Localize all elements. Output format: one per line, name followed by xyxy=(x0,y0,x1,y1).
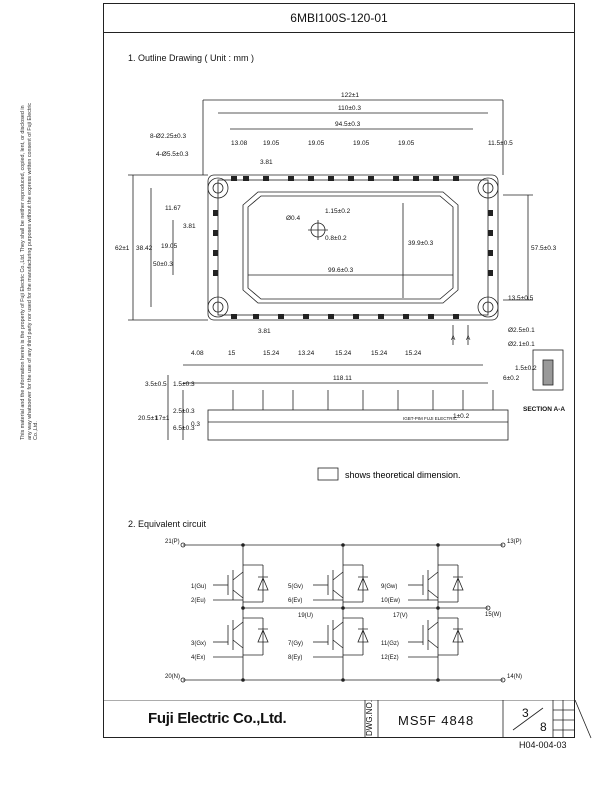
dim-6-5: 6.5±0.3 xyxy=(173,425,195,432)
dim-15: 15 xyxy=(228,350,236,357)
theoretical-dimension-legend: shows theoretical dimension. xyxy=(345,470,461,480)
dim-1-5: 1.5±0.2 xyxy=(515,365,537,372)
dim-0-8: 0.8±0.2 xyxy=(325,235,347,242)
dim-13-5: 13.5±0.5 xyxy=(508,295,534,302)
node-21p: 21(P) xyxy=(165,539,180,545)
node-ev: 6(Ev) xyxy=(288,598,302,604)
dim-11-5: 11.5±0.5 xyxy=(488,140,513,147)
dim-122: 122±1 xyxy=(341,92,359,99)
dim-19-05-c: 19.05 xyxy=(353,140,370,147)
dim-11-67: 11.67 xyxy=(165,205,181,212)
dim-3-5: 3.5±0.5 xyxy=(145,381,167,388)
dim-57-5: 57.5±0.3 xyxy=(531,245,557,252)
dim-17: 17±1 xyxy=(155,415,170,422)
dim-phi-0-4: Ø0.4 xyxy=(286,215,300,222)
company-name: Fuji Electric Co.,Ltd. xyxy=(148,710,287,727)
node-ew: 10(Ew) xyxy=(381,598,400,604)
dim-15-24-c: 15.24 xyxy=(371,350,388,357)
section-mark-a-left: A xyxy=(451,335,456,342)
equivalent-circuit: 21(P) 13(P) 20(N) 14(N) 1(Gu) 2(Eu) 5(Gv… xyxy=(165,539,522,683)
title-block xyxy=(103,3,575,33)
node-ez: 12(Ez) xyxy=(381,655,399,661)
drawing-number: MS5F 4848 xyxy=(398,713,475,728)
section-a-a-label: SECTION A-A xyxy=(523,406,565,413)
form-reference: H04-004-03 xyxy=(519,740,567,750)
confidentiality-note: This material and the information herein… xyxy=(20,102,40,440)
dim-20-5: 20.5±1 xyxy=(138,415,158,422)
dim-15-24-a: 15.24 xyxy=(263,350,280,357)
node-ey: 8(Ey) xyxy=(288,655,302,661)
dim-1-15: 1.15±0.2 xyxy=(325,208,351,215)
node-ex: 4(Ex) xyxy=(191,655,205,661)
node-14n: 14(N) xyxy=(507,674,522,680)
equivalent-circuit-title: 2. Equivalent circuit xyxy=(128,519,207,529)
dim-phi-2-1: Ø2.1±0.1 xyxy=(508,341,535,348)
dwg-no-label: DWG.NO. xyxy=(365,700,374,736)
side-view-label: IGBT-PIM FUJI ELECTRIC xyxy=(403,416,458,421)
dim-94-5: 94.5±0.3 xyxy=(335,121,361,128)
dim-1: 1±0.2 xyxy=(453,413,470,420)
node-gz: 11(Gz) xyxy=(381,641,399,647)
section-mark-a-right: A xyxy=(466,335,471,342)
dim-110: 110±0.3 xyxy=(338,105,361,112)
dim-15-24-d: 15.24 xyxy=(405,350,422,357)
outline-drawing: 122±1 110±0.3 94.5±0.3 13.08 19.05 19.05… xyxy=(115,92,565,481)
dim-4-08: 4.08 xyxy=(191,350,204,357)
page-total: 8 xyxy=(540,720,547,734)
dim-13-24: 13.24 xyxy=(298,350,315,357)
dim-50: 50±0.3 xyxy=(153,261,173,268)
dim-1-5-side: 1.5±0.3 xyxy=(173,381,195,388)
drawing-frame xyxy=(103,3,575,738)
node-gy: 7(Gy) xyxy=(288,641,303,647)
footer-title-block xyxy=(103,700,592,739)
dim-0-3: 0.3 xyxy=(191,421,200,428)
dim-19-05-left: 19.05 xyxy=(161,243,178,250)
dim-62: 62±1 xyxy=(115,245,130,252)
dim-3-81-left: 3.81 xyxy=(183,223,196,230)
node-19u: 19(U) xyxy=(298,613,313,619)
dim-3-81-top: 3.81 xyxy=(260,159,273,166)
node-17v: 17(V) xyxy=(393,613,408,619)
dim-2-5: 2.5±0.3 xyxy=(173,408,195,415)
dim-19-05-d: 19.05 xyxy=(398,140,415,147)
dim-19-05-b: 19.05 xyxy=(308,140,325,147)
node-13p: 13(P) xyxy=(507,539,522,545)
dim-38-42: 38.42 xyxy=(136,245,153,252)
page-number: 3 xyxy=(522,706,529,720)
dim-6: 6±0.2 xyxy=(503,375,520,382)
outline-drawing-title: 1. Outline Drawing ( Unit : mm ) xyxy=(128,53,255,63)
node-20n: 20(N) xyxy=(165,674,180,680)
node-15w: 15(W) xyxy=(485,612,501,618)
node-eu: 2(Eu) xyxy=(191,598,206,604)
dim-39-9: 39.9±0.3 xyxy=(408,240,434,247)
part-number: 6MBI100S-120-01 xyxy=(290,11,388,25)
node-gw: 9(Gw) xyxy=(381,584,397,590)
dim-holes-small: 8-Ø2.25±0.3 xyxy=(150,133,186,140)
dim-118-11: 118.11 xyxy=(333,375,352,382)
dim-holes-large: 4-Ø5.5±0.3 xyxy=(156,151,189,158)
dim-19-05-a: 19.05 xyxy=(263,140,280,147)
dim-99-6: 99.6±0.3 xyxy=(328,267,354,274)
dim-13-08: 13.08 xyxy=(231,140,248,147)
node-gx: 3(Gx) xyxy=(191,641,206,647)
dim-phi-2-5: Ø2.5±0.1 xyxy=(508,327,535,334)
node-gu: 1(Gu) xyxy=(191,584,206,590)
dim-3-81-bottom: 3.81 xyxy=(258,328,271,335)
node-gv: 5(Gv) xyxy=(288,584,303,590)
dim-15-24-b: 15.24 xyxy=(335,350,352,357)
